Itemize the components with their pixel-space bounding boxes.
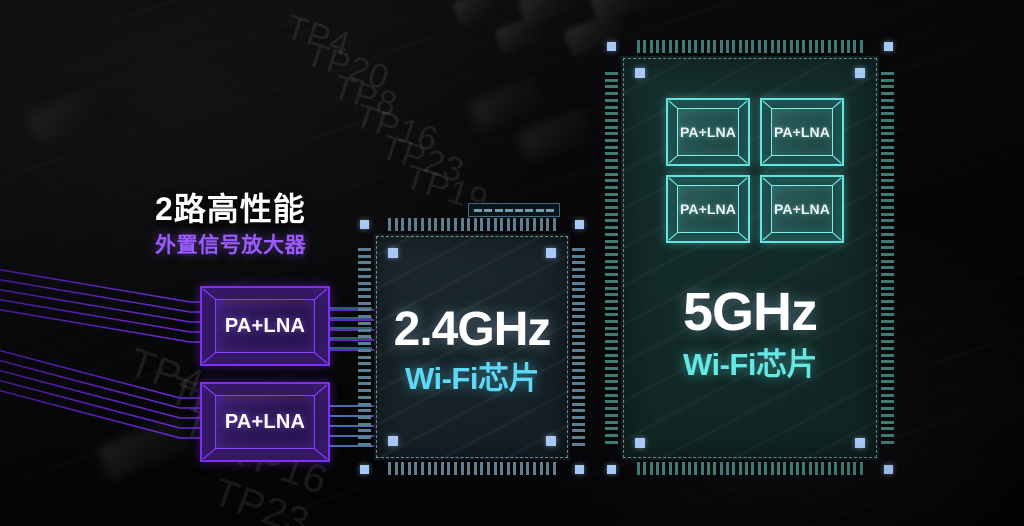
chip-2-4ghz-frequency: 2.4GHz [393, 303, 552, 356]
amplifier-label: PA+LNA [774, 201, 830, 217]
amplifier-label: PA+LNA [774, 124, 830, 140]
amplifier-label: PA+LNA [224, 314, 306, 337]
chip-2-4ghz-subtitle: Wi-Fi芯片 [405, 361, 539, 396]
headline-primary: 2路高性能 [155, 191, 306, 227]
amplifier-label: PA+LNA [680, 201, 736, 217]
amplifier-module-left-top[interactable]: PA+LNA [200, 286, 330, 366]
chip-5ghz-subtitle: Wi-Fi芯片 [683, 347, 817, 382]
chip-5ghz-text-block: 5GHz Wi-Fi芯片 [605, 285, 895, 380]
headline-block: 2路高性能 外置信号放大器 [155, 191, 307, 257]
amplifier-module-5ghz-2[interactable]: PA+LNA [760, 98, 844, 166]
chip-2-4ghz-text-block: 2.4GHz Wi-Fi芯片 [358, 303, 586, 396]
bevel-lines [762, 100, 842, 164]
bevel-lines [762, 177, 842, 241]
amplifier-module-5ghz-1[interactable]: PA+LNA [666, 98, 750, 166]
bevel-lines [202, 384, 328, 460]
amplifier-label: PA+LNA [224, 410, 306, 433]
amplifier-module-left-bottom[interactable]: PA+LNA [200, 382, 330, 462]
chip-5ghz-frequency: 5GHz [682, 282, 818, 342]
bevel-lines [668, 177, 748, 241]
amplifier-label: PA+LNA [680, 124, 736, 140]
amplifier-module-5ghz-3[interactable]: PA+LNA [666, 175, 750, 243]
amplifier-module-5ghz-4[interactable]: PA+LNA [760, 175, 844, 243]
headline-secondary: 外置信号放大器 [155, 233, 307, 257]
bevel-lines [668, 100, 748, 164]
bevel-lines [202, 288, 328, 364]
